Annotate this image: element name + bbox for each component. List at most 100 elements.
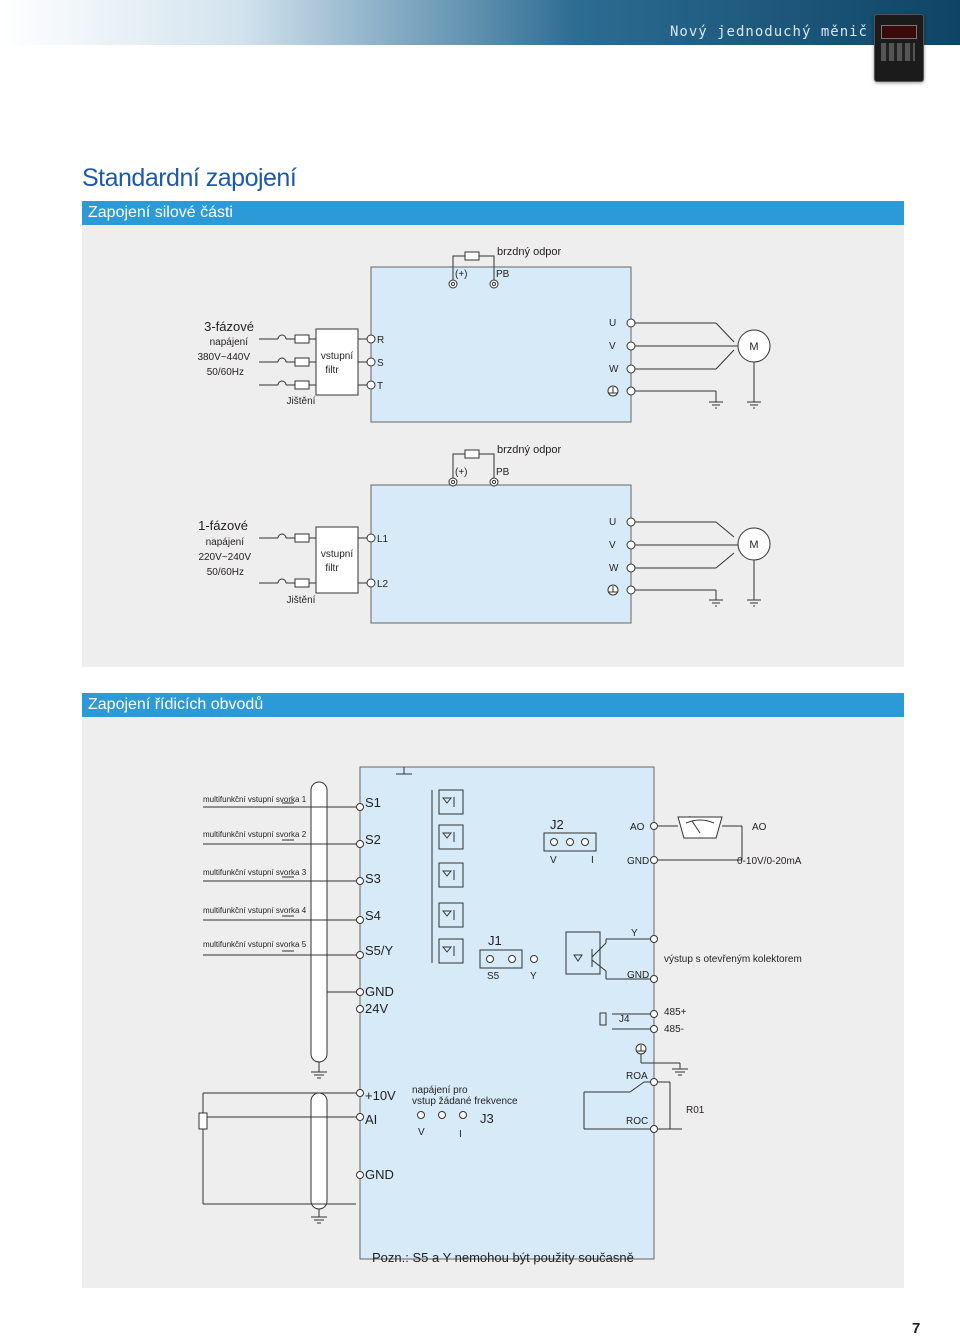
jumper-j1 [479, 949, 523, 969]
breaker-label-1ph: Jištění [287, 595, 316, 606]
filter-label-2-1ph: filtr [325, 563, 339, 574]
y-terminal-label: Y [631, 928, 638, 939]
di4-label: multifunkční vstupní svorka 4 [203, 906, 307, 915]
ao-output-label: AO [752, 822, 767, 833]
motor-icon-3ph [737, 329, 771, 363]
page-title: Standardní zapojení [82, 164, 297, 192]
brake-label-1ph: brzdný odpor [497, 444, 562, 456]
jumper-j1-label: J1 [488, 933, 502, 948]
j3-i-label: I [459, 1129, 462, 1140]
three-phase-diagram: brzdný odpor (+) PB 3-fázové napájení 38… [197, 246, 771, 423]
terminal-l2: L2 [377, 579, 389, 590]
j4-label: J4 [619, 1014, 630, 1025]
supply-sub-3ph: napájení [210, 337, 249, 348]
brake-resistor-1ph [464, 449, 480, 459]
di5-label: multifunkční vstupní svorka 5 [203, 940, 307, 949]
ref-note-2: vstup žádané frekvence [412, 1096, 518, 1107]
open-collector-label: výstup s otevřeným kolektorem [664, 954, 802, 965]
supply-sub-1ph: napájení [206, 537, 245, 548]
ref-note-1: napájení pro [412, 1085, 468, 1096]
rs485-plus-label: 485+ [664, 1007, 687, 1018]
supply-freq-1ph: 50/60Hz [207, 567, 244, 578]
terminal-s2: S2 [365, 832, 381, 847]
brand-text: Nový jednoduchý měnič [669, 24, 868, 40]
motor-label-1ph: M [749, 539, 758, 551]
jumper-j4 [599, 1012, 607, 1026]
terminal-w-3ph: W [609, 364, 619, 375]
terminal-t: T [377, 381, 383, 392]
roa-label: ROA [626, 1071, 648, 1082]
j3-v-label: V [418, 1127, 425, 1138]
control-wiring-panel: multifunkční vstupní svorka 1 multifunkč… [82, 717, 904, 1288]
control-wiring-diagram: multifunkční vstupní svorka 1 multifunkč… [198, 766, 802, 1265]
inverter-box-1ph [370, 484, 632, 624]
di3-label: multifunkční vstupní svorka 3 [203, 868, 307, 877]
control-board-box [359, 766, 655, 1260]
terminal-r: R [377, 335, 384, 346]
potentiometer-icon [198, 1112, 208, 1130]
input-filter-3ph [315, 328, 359, 396]
inverter-device-image [874, 14, 924, 82]
input-filter-1ph [315, 526, 359, 594]
terminal-10v: +10V [365, 1088, 396, 1103]
j1-y-label: Y [530, 971, 537, 982]
roc-label: ROC [626, 1116, 648, 1127]
pb-label-3ph: PB [496, 269, 510, 280]
terminal-ai: AI [365, 1112, 377, 1127]
plus-label-1ph: (+) [455, 467, 468, 478]
power-wiring-panel: brzdný odpor (+) PB 3-fázové napájení 38… [82, 225, 904, 667]
r01-label: R01 [686, 1105, 705, 1116]
inverter-box-3ph [370, 266, 632, 423]
di1-label: multifunkční vstupní svorka 1 [203, 795, 307, 804]
di2-label: multifunkční vstupní svorka 2 [203, 830, 307, 839]
motor-icon-1ph [737, 527, 771, 561]
brake-label-3ph: brzdný odpor [497, 246, 562, 258]
power-wiring-diagram: brzdný odpor (+) PB 3-fázové napájení 38… [197, 246, 771, 624]
jumper-j2-label: J2 [550, 817, 564, 832]
terminal-v-1ph: V [609, 540, 616, 551]
y-gnd-label: GND [627, 970, 649, 981]
terminal-gnd: GND [365, 984, 394, 999]
section-control-heading: Zapojení řídicích obvodů [82, 693, 904, 717]
terminal-s: S [377, 358, 384, 369]
header-bar: Nový jednoduchý měnič [0, 0, 960, 45]
motor-label-3ph: M [749, 341, 758, 353]
filter-label-1-3ph: vstupní [321, 351, 353, 362]
brake-resistor-3ph [464, 251, 480, 261]
terminal-ana-gnd: GND [365, 1167, 394, 1182]
supply-voltage-3ph: 380V~440V [197, 352, 250, 363]
terminal-v-3ph: V [609, 341, 616, 352]
terminal-s5y: S5/Y [365, 943, 394, 958]
relay-contact-icon [583, 1043, 688, 1130]
terminal-s3: S3 [365, 871, 381, 886]
shielded-cable-di [310, 781, 328, 1063]
j2-i-label: I [591, 855, 594, 866]
shielded-cable-ai [310, 1092, 328, 1210]
terminal-s1: S1 [365, 795, 381, 810]
terminal-u-3ph: U [609, 318, 616, 329]
supply-freq-3ph: 50/60Hz [207, 367, 244, 378]
optocoupler-icons [431, 789, 464, 964]
page-number: 7 [912, 1320, 921, 1337]
plus-label-3ph: (+) [455, 269, 468, 280]
jumper-j2 [543, 832, 597, 852]
section-power-heading: Zapojení silové části [82, 201, 904, 225]
filter-label-2-3ph: filtr [325, 365, 339, 376]
ao-range-label: 0-10V/0-20mA [737, 856, 802, 867]
j1-s5-label: S5 [487, 971, 500, 982]
ground-icon [709, 401, 761, 409]
open-collector-transistor-icon [565, 931, 654, 980]
terminal-l1: L1 [377, 534, 389, 545]
terminal-w-1ph: W [609, 563, 619, 574]
terminal-24v: 24V [365, 1001, 388, 1016]
filter-label-1-1ph: vstupní [321, 549, 353, 560]
single-phase-diagram: brzdný odpor (+) PB 1-fázové napájení 22… [198, 444, 771, 624]
terminal-u-1ph: U [609, 517, 616, 528]
supply-voltage-1ph: 220V~240V [198, 552, 251, 563]
pb-label-1ph: PB [496, 467, 510, 478]
rs485-minus-label: 485- [664, 1024, 684, 1035]
jumper-j3-label: J3 [480, 1111, 494, 1126]
breaker-label-3ph: Jištění [287, 396, 316, 407]
ao-terminal-label: AO [630, 822, 645, 833]
terminal-s4: S4 [365, 908, 381, 923]
